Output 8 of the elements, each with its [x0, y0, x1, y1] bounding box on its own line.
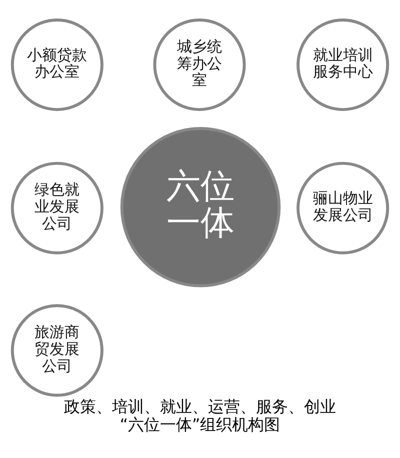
node-circle: 城乡统筹办公室 — [153, 18, 246, 111]
node-circle: 六位一体 — [120, 126, 281, 287]
node-circle: 小额贷款办公室 — [10, 18, 104, 111]
node-circle: 就业培训服务中心 — [296, 18, 390, 111]
node-circle: 旅游商贸发展公司 — [10, 304, 104, 396]
node-circle: 骊山物业发展公司 — [296, 161, 390, 254]
node-circle: 绿色就业发展公司 — [10, 161, 104, 254]
caption: 政策、培训、就业、运营、服务、创业“六位一体”组织机构图 — [64, 396, 336, 434]
